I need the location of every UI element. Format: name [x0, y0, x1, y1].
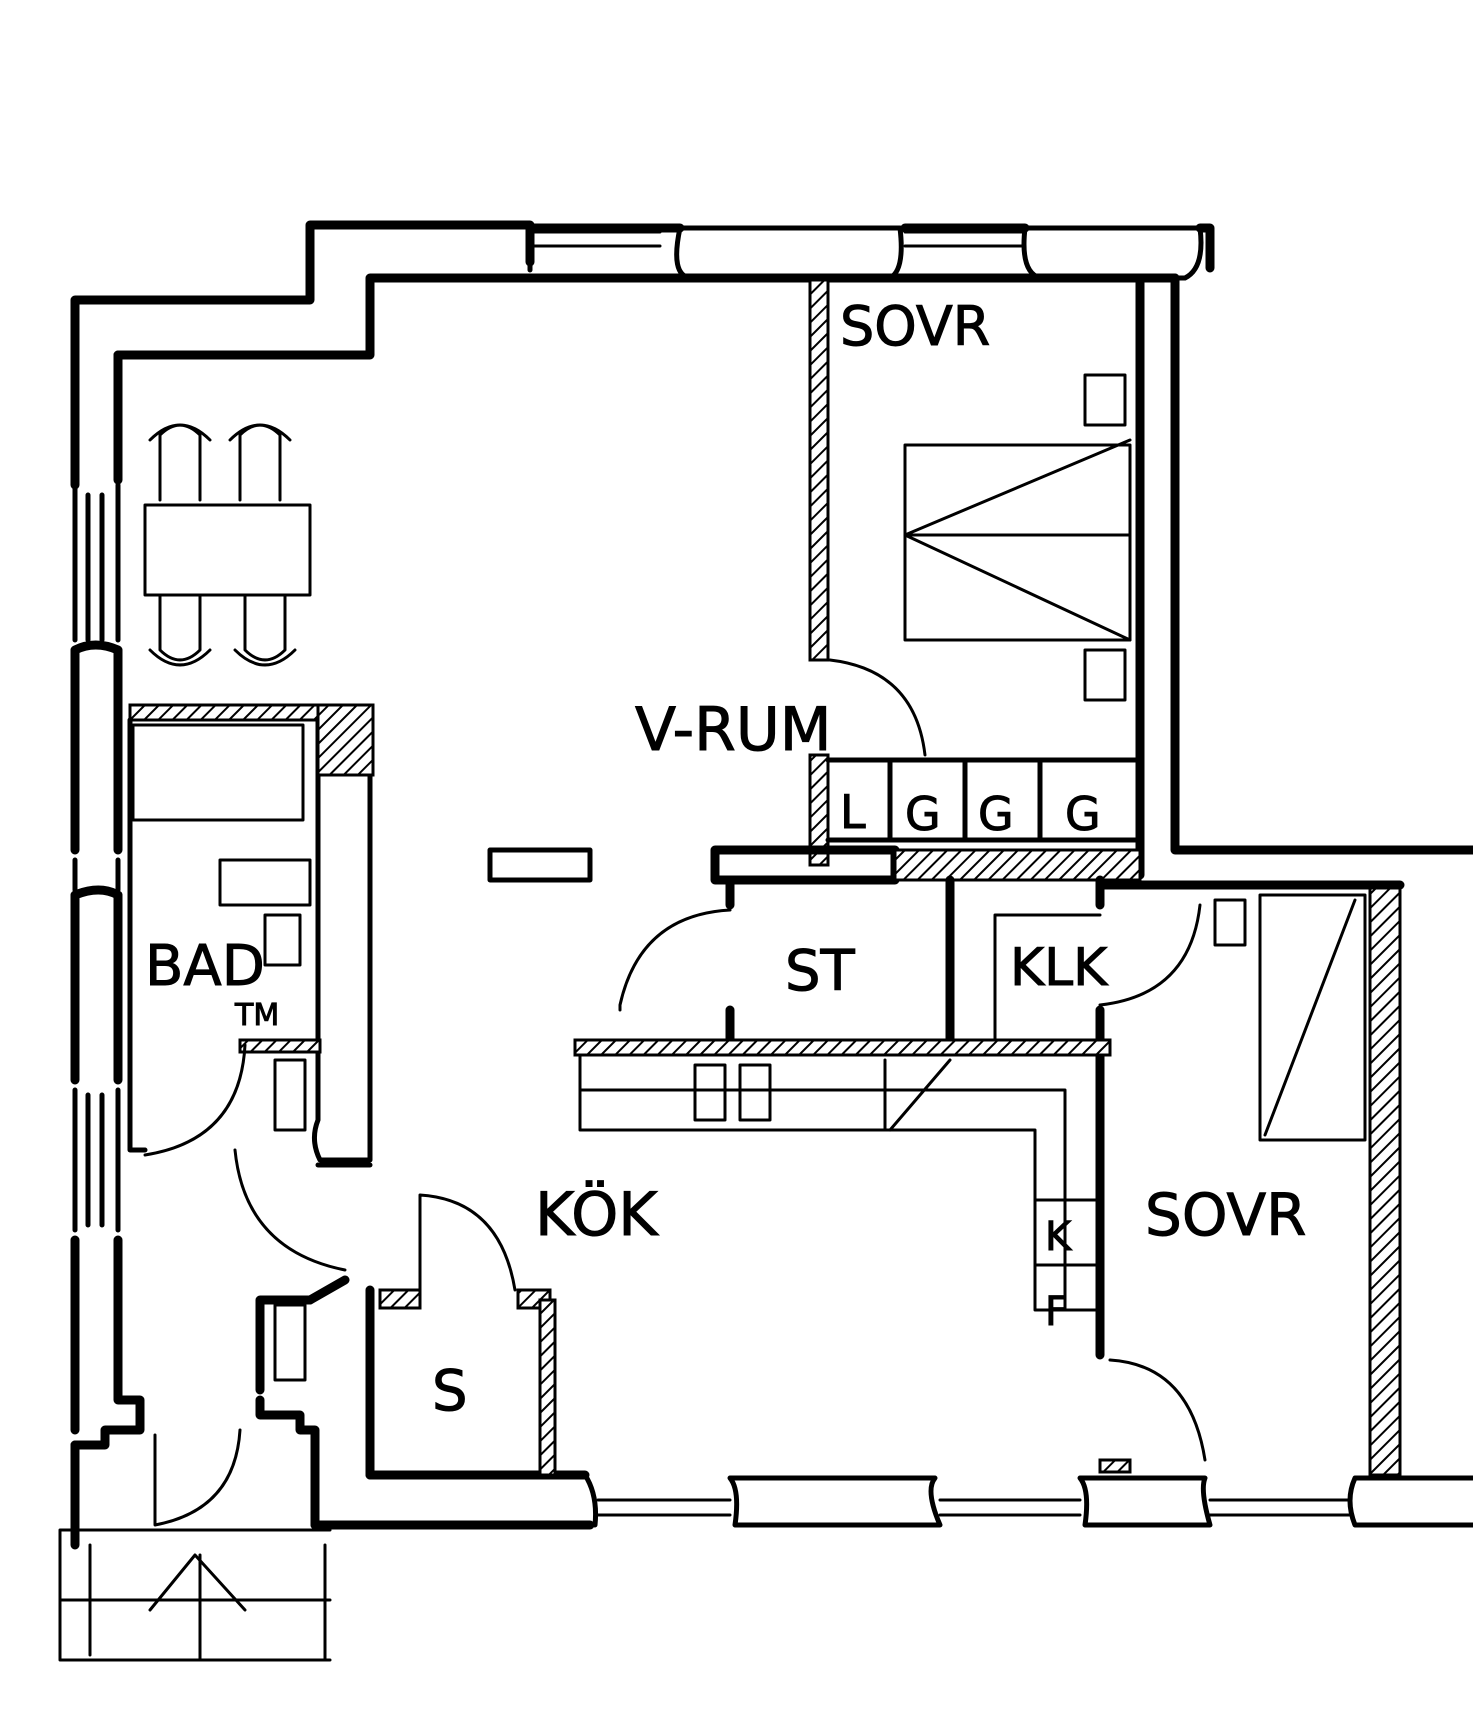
label-wardrobe-l: L — [840, 785, 866, 839]
bathtub — [131, 723, 305, 822]
label-bad: BAD — [145, 934, 265, 999]
furniture — [58, 373, 1367, 1662]
label-sovr-bottom: SOVR — [1145, 1181, 1306, 1249]
label-s-closet: S — [432, 1359, 468, 1424]
label-tm: TM — [234, 998, 279, 1033]
interior-walls — [127, 278, 1405, 1477]
label-st: ST — [785, 939, 856, 1004]
label-sovr-top: SOVR — [840, 295, 990, 358]
label-wardrobe-g3: G — [1065, 787, 1101, 841]
label-wardrobe-g1: G — [905, 787, 941, 841]
label-v-rum: V-RUM — [635, 695, 832, 765]
single-bed — [1258, 893, 1367, 1142]
doors — [143, 658, 1207, 1527]
label-kok: KÖK — [535, 1179, 659, 1250]
outer-walls — [70, 220, 1473, 1550]
label-k-cabinet: K — [1045, 1214, 1073, 1260]
label-wardrobe-g2: G — [978, 787, 1014, 841]
double-bed — [903, 443, 1132, 642]
label-klk: KLK — [1010, 938, 1109, 998]
dining-table — [143, 503, 312, 597]
label-f-cabinet: F — [1045, 1289, 1068, 1335]
room-labels: SOVR V-RUM L G G G BAD TM ST KLK KÖK K F… — [145, 295, 1307, 1425]
